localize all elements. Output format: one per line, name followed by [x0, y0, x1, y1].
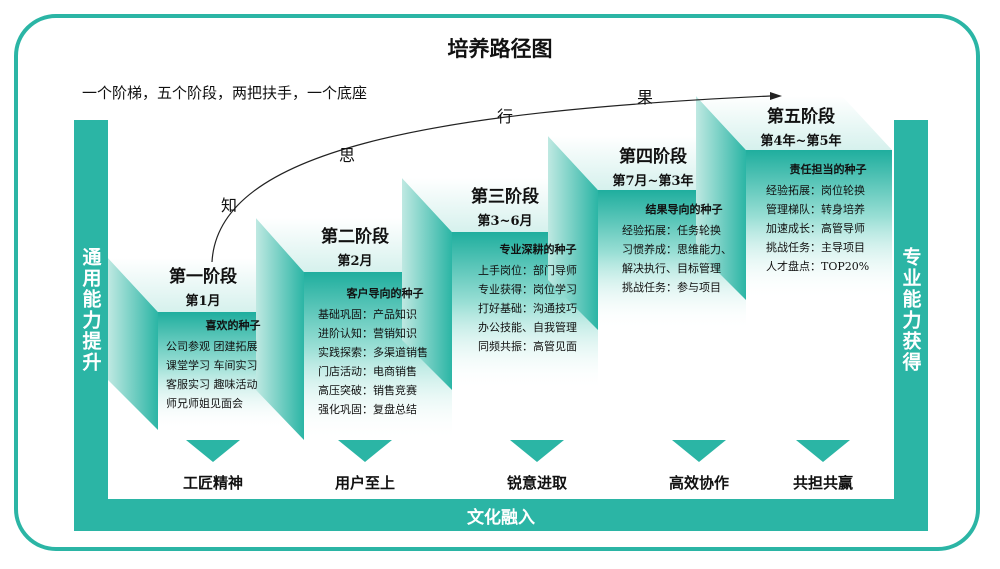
outer-frame — [14, 14, 980, 551]
stage-4-time: 第7月~第3年 — [612, 174, 694, 189]
stage-5-item: 人才盘点：TOP20% — [766, 260, 870, 273]
stage-2-time: 第2月 — [337, 254, 373, 269]
stage-1-header: 第一阶段 第1月 — [148, 262, 258, 309]
stage-3-item: 办公技能、自我管理 — [478, 321, 577, 334]
stage-2-name: 第二阶段 — [321, 227, 389, 247]
stage-2-item: 门店活动：电商销售 — [318, 365, 417, 378]
arc-word-act: 行 — [497, 107, 514, 126]
stage-3-time: 第3~6月 — [477, 214, 533, 229]
stage-4-content: 结果导向的种子 经验拓展：任务轮换 习惯养成：思维能力、 解决执行、目标管理 挑… — [622, 200, 746, 297]
stage-1-name: 第一阶段 — [169, 267, 237, 287]
stage-3-content: 专业深耕的种子 上手岗位：部门导师 专业获得：岗位学习 打好基础：沟通技巧 办公… — [478, 240, 598, 356]
stage-1-time: 第1月 — [185, 294, 221, 309]
value-triangle-4 — [672, 440, 726, 462]
stage-5-seed: 责任担当的种子 — [789, 163, 867, 176]
stage-2-item: 实践探索：多渠道销售 — [318, 346, 428, 359]
stage-4-name: 第四阶段 — [619, 147, 687, 167]
arc-word-think: 思 — [339, 146, 356, 165]
stage-3-item: 同频共振：高管见面 — [478, 340, 577, 353]
stage-2-seed: 客户导向的种子 — [346, 287, 424, 300]
stage-2-item: 高压突破：销售竞赛 — [318, 384, 417, 397]
stage-3-item: 专业获得：岗位学习 — [478, 283, 577, 296]
right-pillar-label: 专业能力获得 — [899, 247, 922, 373]
arc-word-result: 果 — [637, 88, 654, 107]
value-shared-success: 共担共赢 — [792, 474, 853, 492]
step-1-side — [108, 258, 158, 430]
stage-4-item: 挑战任务：参与项目 — [622, 281, 721, 294]
growth-arc — [211, 95, 771, 263]
stage-3-item: 打好基础：沟通技巧 — [478, 302, 577, 315]
stage-4-seed: 结果导向的种子 — [645, 203, 723, 216]
value-collaboration: 高效协作 — [668, 474, 729, 492]
value-craftsmanship: 工匠精神 — [182, 474, 243, 492]
value-enterprising: 锐意进取 — [506, 474, 567, 492]
stage-4-item: 习惯养成：思维能力、 — [622, 243, 732, 256]
stage-1-item: 课堂学习 车间实习 — [166, 359, 258, 372]
left-pillar: 通用能力提升 — [74, 120, 108, 500]
diagram-subtitle: 一个阶梯，五个阶段，两把扶手，一个底座 — [82, 84, 368, 102]
step-5-front — [746, 150, 892, 300]
page-title: 培养路径图 — [447, 37, 553, 61]
arc-arrowhead — [770, 92, 782, 100]
stage-3-seed: 专业深耕的种子 — [499, 243, 577, 256]
stage-4-item: 解决执行、目标管理 — [622, 262, 721, 275]
culture-base-label: 文化融入 — [467, 507, 535, 528]
step-5-side — [696, 96, 746, 300]
stage-3-item: 上手岗位：部门导师 — [478, 264, 577, 277]
stage-5-item: 加速成长：高管导师 — [766, 222, 865, 235]
stage-5-item: 挑战任务：主导项目 — [766, 241, 865, 254]
right-pillar: 专业能力获得 — [894, 120, 928, 500]
value-triangle-2 — [338, 440, 392, 462]
step-2-side — [256, 218, 304, 440]
step-5-top — [696, 96, 892, 150]
stage-5-header: 第五阶段 第4年~第5年 — [746, 102, 856, 149]
step-4-side — [548, 136, 598, 330]
value-triangle-3 — [510, 440, 564, 462]
stage-4-item: 经验拓展：任务轮换 — [622, 224, 721, 237]
stage-5-time: 第4年~第5年 — [760, 134, 842, 149]
arc-word-know: 知 — [221, 196, 238, 215]
stage-4-header: 第四阶段 第7月~第3年 — [596, 142, 710, 189]
stage-3-header: 第三阶段 第3~6月 — [450, 182, 560, 229]
stage-2-item: 强化巩固：复盘总结 — [318, 403, 417, 416]
stage-2-item: 进阶认知：营销知识 — [318, 327, 417, 340]
stage-1-content: 喜欢的种子 公司参观 团建拓展 课堂学习 车间实习 客服实习 趣味活动 师兄师姐… — [166, 316, 300, 413]
stage-3-name: 第三阶段 — [471, 187, 539, 207]
stage-2-content: 客户导向的种子 基础巩固：产品知识 进阶认知：营销知识 实践探索：多渠道销售 门… — [318, 284, 452, 419]
step-1-top — [108, 258, 304, 312]
stage-5-content: 责任担当的种子 经验拓展：岗位轮换 管理梯队：转身培养 加速成长：高管导师 挑战… — [766, 160, 890, 276]
stage-5-item: 管理梯队：转身培养 — [766, 203, 865, 216]
stage-1-item: 公司参观 团建拓展 — [166, 340, 258, 353]
value-user-first: 用户至上 — [334, 474, 395, 492]
stage-2-item: 基础巩固：产品知识 — [318, 308, 417, 321]
step-3-side — [402, 178, 452, 390]
stage-5-item: 经验拓展：岗位轮换 — [766, 184, 865, 197]
left-pillar-label: 通用能力提升 — [79, 247, 102, 373]
value-triangle-5 — [796, 440, 850, 462]
stage-5-name: 第五阶段 — [767, 107, 835, 127]
stage-1-item: 客服实习 趣味活动 — [166, 378, 258, 391]
stage-2-header: 第二阶段 第2月 — [300, 222, 410, 269]
stage-1-seed: 喜欢的种子 — [205, 319, 261, 332]
stage-1-item: 师兄师姐见面会 — [166, 397, 243, 410]
value-triangle-1 — [186, 440, 240, 462]
culture-base: 文化融入 — [74, 499, 928, 531]
